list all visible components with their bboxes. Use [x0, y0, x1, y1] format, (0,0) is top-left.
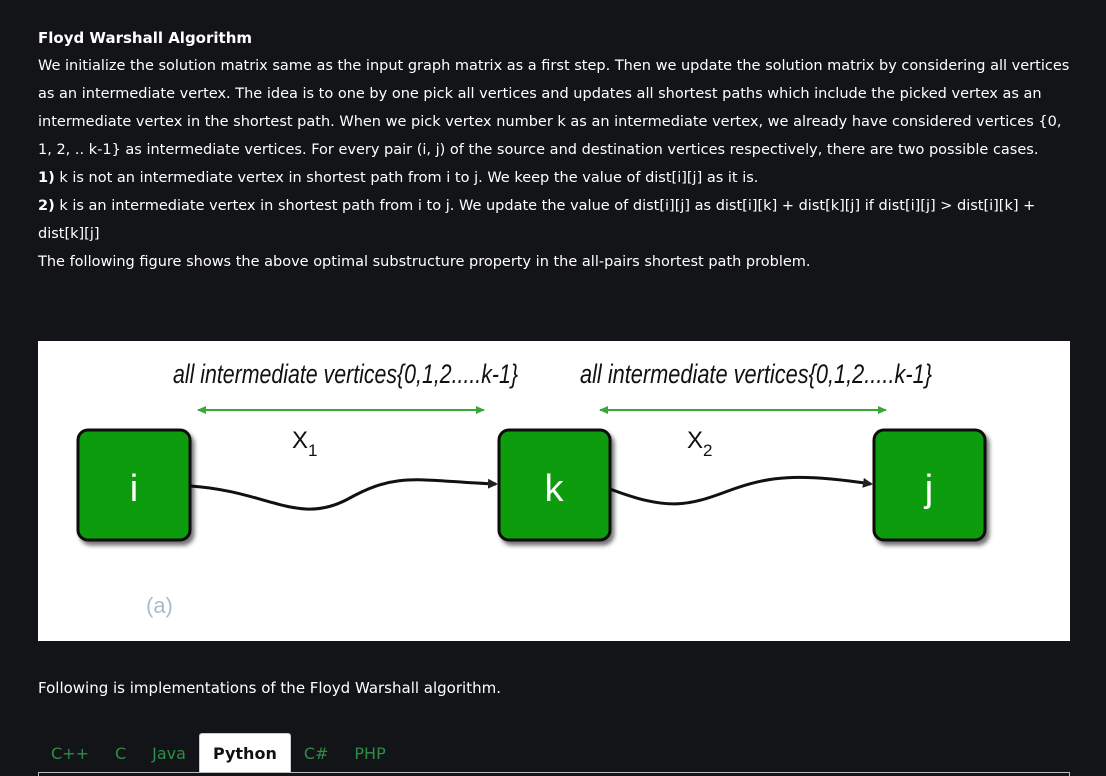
label-left: all intermediate vertices{0,1,2.....k-1}: [173, 359, 518, 389]
floyd-warshall-figure: all intermediate vertices{0,1,2.....k-1}…: [38, 341, 1070, 641]
case-1-number: 1): [38, 170, 55, 186]
x2-sub: 2: [703, 441, 712, 460]
case-1: 1) k is not an intermediate vertex in sh…: [38, 164, 1070, 192]
node-k: k: [497, 428, 612, 542]
tab-java[interactable]: Java: [152, 743, 186, 763]
x1-sub: 1: [308, 441, 317, 460]
node-i-label: i: [130, 468, 138, 510]
implementations-text: Following is implementations of the Floy…: [38, 679, 501, 697]
x1-label: X1: [292, 427, 317, 460]
article-title: Floyd Warshall Algorithm: [38, 29, 253, 47]
article-body: Floyd Warshall Algorithm We initialize t…: [38, 24, 1070, 276]
x2-base: X: [687, 427, 703, 454]
figure-caption: The following figure shows the above opt…: [38, 254, 811, 270]
x1-base: X: [292, 427, 308, 454]
tab-c[interactable]: C: [114, 743, 127, 763]
tab-python[interactable]: Python: [198, 733, 291, 773]
case-2: 2) k is an intermediate vertex in shorte…: [38, 192, 1070, 248]
node-j: j: [872, 428, 987, 542]
case-2-number: 2): [38, 198, 55, 214]
code-panel-top: [38, 772, 1070, 776]
label-right: all intermediate vertices{0,1,2.....k-1}: [580, 359, 932, 389]
intro-paragraph: We initialize the solution matrix same a…: [38, 58, 1070, 158]
path-k-to-j: [609, 475, 873, 506]
tab-php[interactable]: PHP: [354, 743, 386, 763]
node-j-label: j: [924, 468, 933, 510]
case-1-text: k is not an intermediate vertex in short…: [54, 170, 759, 186]
language-tabs: C++ C Java Python C# PHP: [38, 733, 399, 773]
figure-svg: all intermediate vertices{0,1,2.....k-1}…: [76, 359, 987, 618]
node-i: i: [76, 428, 192, 542]
tab-cpp[interactable]: C++: [51, 743, 89, 763]
case-2-text: k is an intermediate vertex in shortest …: [38, 198, 1036, 242]
tab-csharp[interactable]: C#: [303, 743, 329, 763]
x2-label: X2: [687, 427, 712, 460]
path-i-to-k: [189, 478, 498, 511]
figure-mark: (a): [146, 593, 173, 618]
node-k-label: k: [545, 468, 565, 510]
